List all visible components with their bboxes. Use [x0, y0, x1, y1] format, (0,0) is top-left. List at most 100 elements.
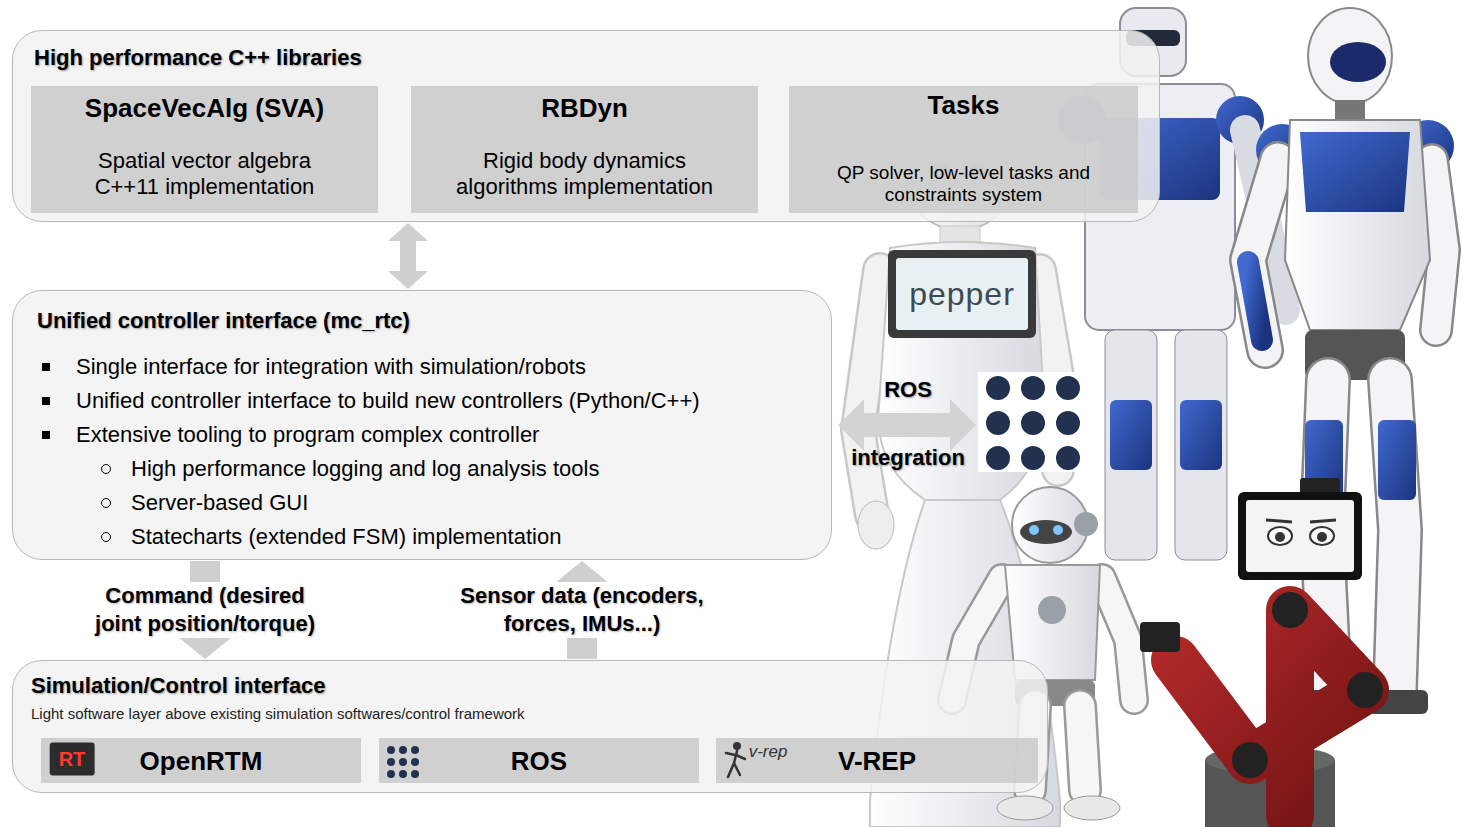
block-arrow — [400, 241, 416, 271]
small-humanoid-robot — [1020, 520, 1072, 544]
humanoid-robot-front — [1300, 132, 1410, 212]
humanoid-robot-back — [1180, 400, 1222, 470]
side-double-arrow — [838, 399, 976, 451]
humanoid-robot-back — [1110, 400, 1152, 470]
humanoid-robot-front — [1248, 8, 1454, 714]
dot-grid-logo-small — [399, 770, 407, 778]
small-humanoid-robot — [1029, 525, 1039, 535]
dot-grid-logo — [986, 376, 1010, 400]
arm-robot — [1317, 532, 1327, 542]
dot-grid-logo-small — [411, 758, 419, 766]
node-heading: SpaceVecAlg (SVA) — [85, 92, 324, 124]
tablet-logo-text: pepper — [909, 276, 1015, 312]
text-row: Server-based GUI — [13, 486, 831, 520]
dot-grid-logo-small — [387, 770, 395, 778]
middleware-logo: RT — [50, 743, 95, 776]
arm-robot — [1238, 492, 1362, 580]
dot-grid-logo-small — [387, 758, 395, 766]
humanoid-robot-back — [1105, 330, 1157, 560]
dot-grid-logo — [978, 372, 1088, 472]
bullet-marker — [42, 431, 50, 439]
humanoid-tablet-robot — [858, 501, 894, 549]
small-humanoid-robot — [1080, 706, 1085, 790]
dot-grid-logo-small — [411, 770, 419, 778]
arm-robot — [1266, 520, 1336, 522]
text-row: Single interface for integration with si… — [13, 350, 831, 384]
arm-robot — [1310, 527, 1334, 545]
node-heading: Unified controller interface (mc_rtc) — [37, 304, 410, 338]
framework-box: ROS — [379, 738, 699, 783]
library-box: Tasks QP solver, low-level tasks and cons… — [789, 86, 1138, 213]
text-row: Rigid body dynamics algorithms implement… — [443, 148, 726, 200]
jumping-figure-logo — [726, 751, 745, 777]
text-row: V-REP — [838, 745, 916, 777]
humanoid-robot-front — [1285, 120, 1430, 330]
dot-grid-logo-small — [399, 746, 407, 754]
logo-text: v-rep — [749, 742, 788, 762]
node-text: Unified controller interface to build ne… — [76, 384, 700, 418]
arm-robot — [1140, 478, 1383, 827]
text-row: QP solver, low-level tasks and constrain… — [813, 162, 1114, 206]
jumping-figure-logo — [733, 742, 741, 750]
small-humanoid-robot — [1064, 796, 1120, 820]
arm-robot — [1272, 592, 1308, 628]
dot-grid-logo — [986, 446, 1010, 470]
arrow-label: ROS — [884, 377, 932, 403]
dot-grid-logo-small — [399, 758, 407, 766]
dot-grid-logo-small — [411, 746, 419, 754]
dot-grid-logo — [1021, 376, 1045, 400]
node-text: Extensive tooling to program complex con… — [76, 418, 539, 452]
humanoid-tablet-robot — [858, 270, 880, 515]
bullet-marker — [42, 363, 50, 371]
small-humanoid-robot — [997, 796, 1053, 820]
arm-robot — [1232, 742, 1268, 778]
text-row: Tasks — [928, 89, 1000, 121]
humanoid-robot-front — [1248, 160, 1278, 350]
small-humanoid-robot — [1080, 706, 1085, 790]
arm-robot — [1175, 610, 1365, 815]
node-text: High performance logging and log analysi… — [131, 452, 599, 486]
text-row: SpaceVecAlg (SVA) — [85, 92, 324, 124]
library-panel: High performance C++ librariesSpaceVecAl… — [12, 30, 1160, 222]
small-humanoid-robot — [1053, 525, 1063, 535]
humanoid-robot-front — [1248, 160, 1278, 350]
bullet-marker — [101, 532, 111, 542]
arm-robot — [1140, 622, 1180, 652]
arm-robot — [1246, 500, 1354, 572]
node-text: Single interface for integration with si… — [76, 350, 586, 384]
arm-robot — [1347, 672, 1383, 708]
humanoid-tablet-robot — [888, 250, 1036, 338]
node-heading: RBDyn — [541, 92, 628, 124]
text-row: ROS — [511, 745, 567, 777]
text-row: RBDyn — [541, 92, 628, 124]
dot-grid-logo — [978, 372, 1088, 472]
text-row: Spatial vector algebra C++11 implementat… — [79, 148, 330, 200]
humanoid-robot-front — [1335, 100, 1365, 120]
dot-grid-logo — [1056, 446, 1080, 470]
edge-label: Sensor data (encoders, forces, IMUs...) — [443, 582, 721, 638]
dot-grid-logo — [1056, 411, 1080, 435]
node-text: Statecharts (extended FSM) implementatio… — [131, 520, 561, 554]
dot-grid-logo — [1021, 411, 1045, 435]
text-row: Extensive tooling to program complex con… — [13, 418, 831, 452]
humanoid-robot-front — [1432, 160, 1444, 330]
dot-grid-logo-small — [383, 742, 423, 782]
small-humanoid-robot — [1074, 512, 1098, 536]
humanoid-tablet-robot — [896, 258, 1028, 330]
humanoid-tablet-robot — [858, 270, 880, 515]
node-heading: High performance C++ libraries — [34, 43, 362, 73]
node-text: Rigid body dynamics algorithms implement… — [443, 148, 726, 200]
text-row: Light software layer above existing simu… — [13, 705, 1047, 723]
bullet-marker — [42, 397, 50, 405]
node-text: Light software layer above existing simu… — [31, 705, 525, 723]
node-heading: V-REP — [838, 745, 916, 777]
controller-panel: Unified controller interface (mc_rtc) Sin… — [12, 290, 832, 560]
humanoid-robot-front — [1330, 42, 1386, 82]
text-row: Simulation/Control interface — [13, 672, 1047, 700]
node-text: Server-based GUI — [131, 486, 308, 520]
humanoid-robot-front — [1248, 262, 1262, 340]
small-humanoid-robot — [1038, 596, 1066, 624]
node-heading: ROS — [511, 745, 567, 777]
node-text: Spatial vector algebra C++11 implementat… — [79, 148, 330, 200]
text-row: Unified controller interface to build ne… — [13, 384, 831, 418]
